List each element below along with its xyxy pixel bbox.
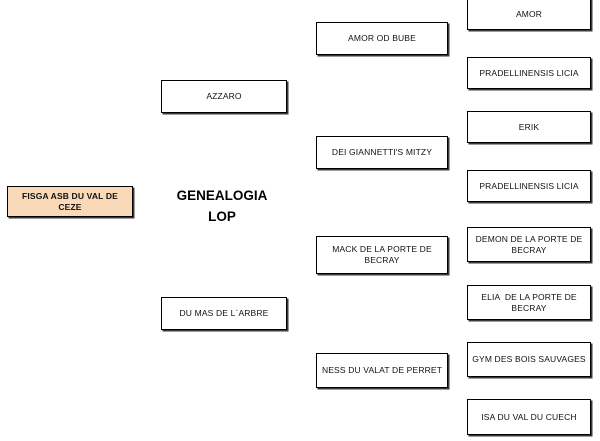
genealogy-node-gen1-0[interactable]: AZZARO — [161, 80, 287, 113]
genealogy-node-gen3-3[interactable]: PRADELLINENSIS LICIA — [467, 170, 591, 202]
genealogy-node-gen3-1[interactable]: PRADELLINENSIS LICIA — [467, 57, 591, 89]
genealogy-node-gen3-2[interactable]: ERIK — [467, 111, 591, 143]
genealogy-node-gen1-1[interactable]: DU MAS DE L`ARBRE — [161, 297, 287, 330]
genealogy-node-gen3-4[interactable]: DEMON DE LA PORTE DE BECRAY — [467, 227, 591, 262]
genealogy-node-gen3-7[interactable]: ISA DU VAL DU CUECH — [467, 399, 591, 435]
genealogy-node-gen3-0[interactable]: AMOR — [467, 0, 591, 30]
genealogy-node-gen3-6[interactable]: GYM DES BOIS SAUVAGES — [467, 342, 591, 377]
genealogy-node-gen2-1[interactable]: DEI GIANNETTI'S MITZY — [316, 136, 448, 169]
genealogy-node-gen3-5[interactable]: ELIA DE LA PORTE DE BECRAY — [467, 285, 591, 320]
genealogy-node-gen2-2[interactable]: MACK DE LA PORTE DE BECRAY — [316, 236, 448, 274]
genealogy-node-gen2-0[interactable]: AMOR OD BUBE — [316, 22, 448, 55]
genealogy-node-gen2-3[interactable]: NESS DU VALAT DE PERRET — [316, 353, 448, 388]
diagram-title: GENEALOGIA LOP — [176, 188, 268, 224]
genealogy-node-root[interactable]: FISGA ASB DU VAL DE CEZE — [7, 186, 133, 217]
